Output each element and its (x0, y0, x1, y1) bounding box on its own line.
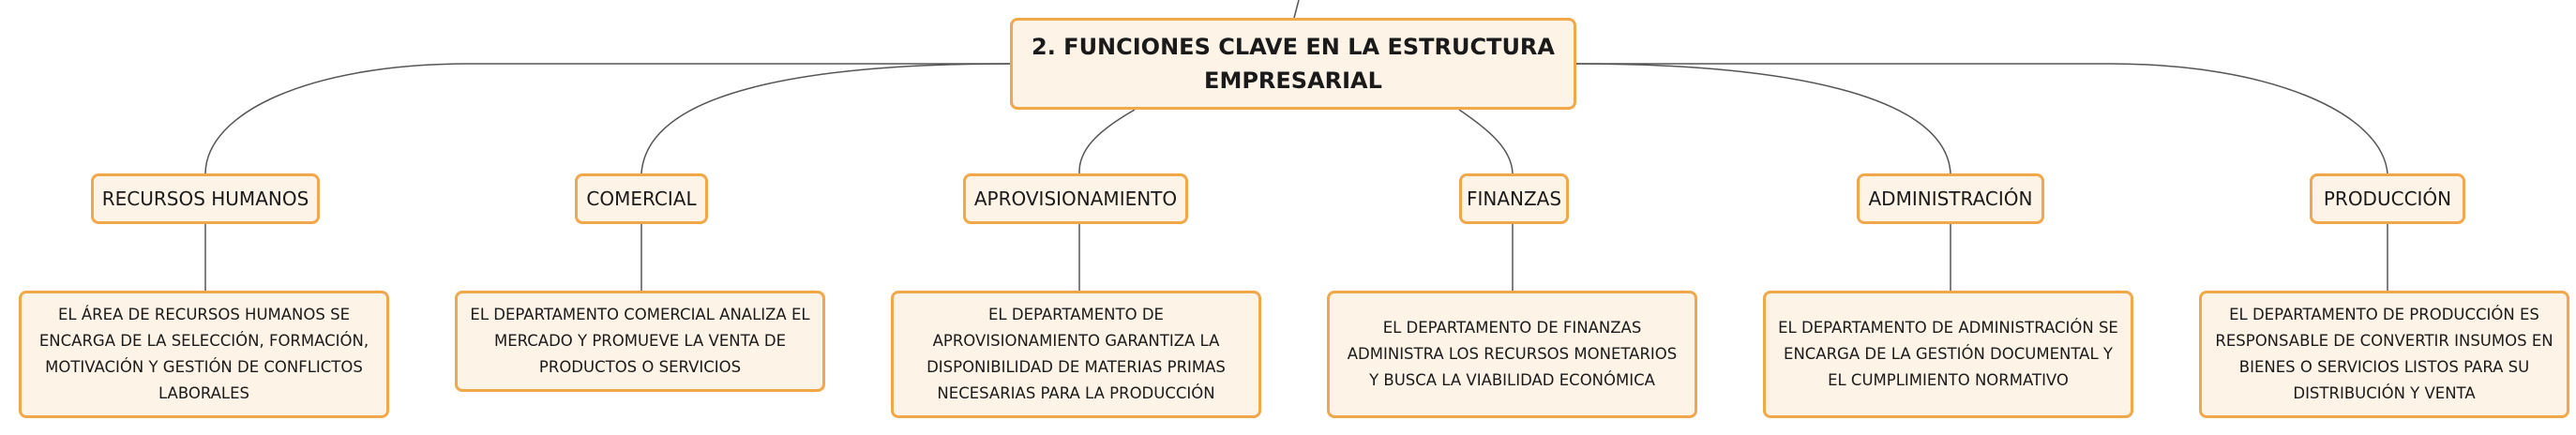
description-text: EL ÁREA DE RECURSOS HUMANOS SE ENCARGA D… (38, 306, 369, 402)
description-comercial[interactable]: EL DEPARTAMENTO COMERCIAL ANALIZA EL MER… (455, 291, 825, 392)
topic-produccion[interactable]: PRODUCCIÓN (2310, 173, 2465, 224)
topic-recursos-humanos[interactable]: RECURSOS HUMANOS (91, 173, 320, 224)
root-topic[interactable]: 2. FUNCIONES CLAVE EN LA ESTRUCTURA EMPR… (1010, 18, 1576, 110)
connector-administracion (1575, 63, 1951, 174)
topic-label: COMERCIAL (586, 188, 697, 210)
description-text: EL DEPARTAMENTO DE PRODUCCIÓN ES RESPONS… (2215, 306, 2553, 402)
description-finanzas[interactable]: EL DEPARTAMENTO DE FINANZAS ADMINISTRA L… (1327, 291, 1697, 418)
description-aprovisionamiento[interactable]: EL DEPARTAMENTO DE APROVISIONAMIENTO GAR… (891, 291, 1261, 418)
topic-finanzas[interactable]: FINANZAS (1459, 173, 1569, 224)
root-topic-title: 2. FUNCIONES CLAVE EN LA ESTRUCTURA EMPR… (1032, 34, 1555, 94)
description-text: EL DEPARTAMENTO DE APROVISIONAMIENTO GAR… (926, 306, 1226, 402)
topic-label: PRODUCCIÓN (2323, 188, 2452, 210)
description-text: EL DEPARTAMENTO DE ADMINISTRACIÓN SE ENC… (1778, 319, 2118, 389)
connector-produccion (1576, 63, 2388, 174)
description-text: EL DEPARTAMENTO COMERCIAL ANALIZA EL MER… (470, 306, 810, 376)
topic-label: ADMINISTRACIÓN (1868, 188, 2033, 210)
connector-comercial (640, 63, 1011, 174)
topic-administracion[interactable]: ADMINISTRACIÓN (1857, 173, 2044, 224)
connector-parent (1293, 0, 1300, 19)
topic-label: FINANZAS (1466, 188, 1562, 210)
connector-recursos-humanos (204, 63, 1010, 174)
topic-aprovisionamiento[interactable]: APROVISIONAMIENTO (963, 173, 1188, 224)
description-produccion[interactable]: EL DEPARTAMENTO DE PRODUCCIÓN ES RESPONS… (2199, 291, 2569, 418)
description-recursos-humanos[interactable]: EL ÁREA DE RECURSOS HUMANOS SE ENCARGA D… (19, 291, 389, 418)
connector-aprovisionamiento (1078, 109, 1136, 174)
connector-finanzas (1458, 109, 1514, 174)
description-text: EL DEPARTAMENTO DE FINANZAS ADMINISTRA L… (1347, 319, 1678, 389)
topic-label: APROVISIONAMIENTO (973, 188, 1178, 210)
description-administracion[interactable]: EL DEPARTAMENTO DE ADMINISTRACIÓN SE ENC… (1763, 291, 2133, 418)
topic-comercial[interactable]: COMERCIAL (575, 173, 708, 224)
topic-label: RECURSOS HUMANOS (101, 188, 309, 210)
